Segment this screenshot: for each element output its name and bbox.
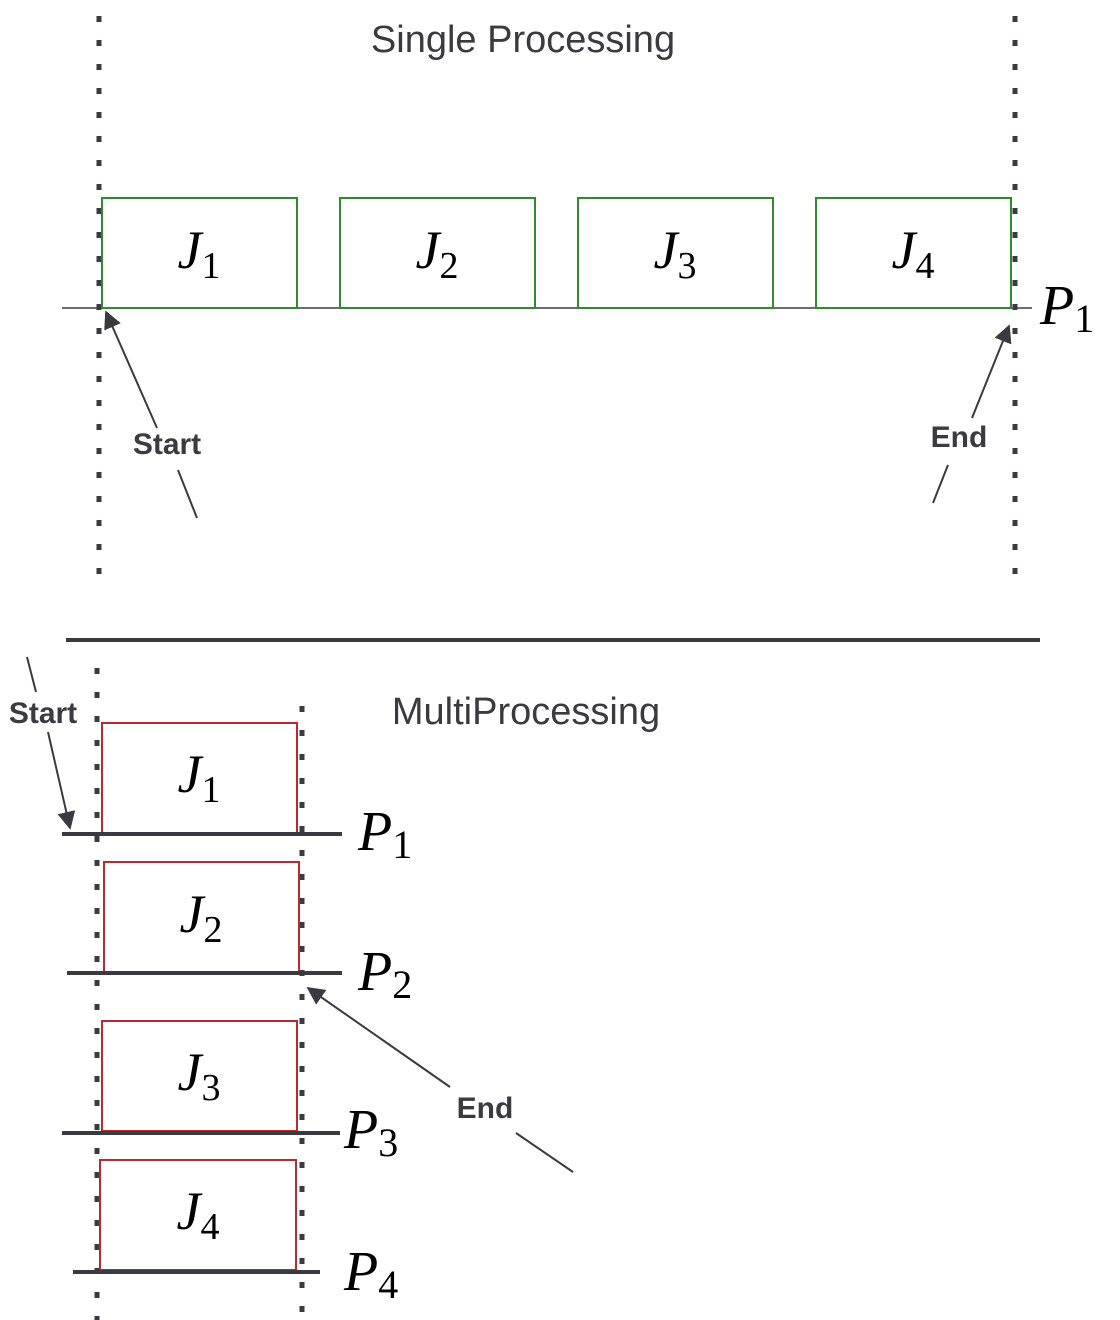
- single-job-box: J4: [815, 197, 1012, 309]
- single-end-arrow: [971, 324, 1012, 419]
- single-end-label: End: [931, 421, 988, 454]
- single-job-box: J2: [339, 197, 536, 309]
- multi-start-arrow: [47, 731, 76, 830]
- multi-processing-section: MultiProcessing J1 P1 J2 P2 J3 P3: [9, 656, 660, 1320]
- single-start-arrow: [104, 310, 158, 429]
- job-box-frame: [99, 1159, 297, 1271]
- job-box-frame: [101, 722, 298, 834]
- processor-label: P3: [343, 1099, 398, 1165]
- multi-processing-title: MultiProcessing: [392, 691, 660, 733]
- multi-end-arrow: [306, 986, 451, 1088]
- multi-lane: J4 P4: [73, 1159, 398, 1307]
- processor-label: P1: [357, 801, 412, 867]
- single-start-label: Start: [133, 428, 201, 461]
- single-processing-section: Single Processing J1 J2 J3 J4 P1 Start: [62, 16, 1094, 580]
- multi-start-label: Start: [9, 697, 77, 730]
- job-label: J4: [177, 1181, 220, 1248]
- job-box-frame: [101, 197, 298, 309]
- multi-lane: J1 P1: [62, 722, 412, 867]
- job-label: J3: [654, 220, 697, 287]
- single-start-arrow-tail: [177, 469, 198, 519]
- multi-lane: J2 P2: [67, 861, 412, 1007]
- single-job-box: J1: [101, 197, 298, 309]
- job-label: J1: [178, 220, 221, 287]
- multi-lane: J3 P3: [62, 1020, 398, 1165]
- job-box-frame: [101, 1020, 298, 1132]
- job-box-frame: [339, 197, 536, 309]
- job-label: J3: [178, 1042, 221, 1109]
- single-end-arrow-tail: [932, 464, 949, 504]
- job-label: J1: [178, 744, 221, 811]
- job-box-frame: [815, 197, 1012, 309]
- multi-end-label: End: [457, 1092, 514, 1125]
- processor-label: P4: [343, 1241, 398, 1307]
- single-processor-label: P1: [1039, 275, 1094, 341]
- multi-start-arrow-tail: [26, 656, 37, 693]
- single-processing-title: Single Processing: [371, 19, 675, 61]
- job-label: J2: [180, 884, 223, 951]
- single-job-box: J3: [577, 197, 774, 309]
- job-label: J4: [892, 220, 935, 287]
- processor-label: P2: [357, 941, 412, 1007]
- job-box-frame: [577, 197, 774, 309]
- multi-end-arrow-tail: [515, 1132, 574, 1173]
- job-label: J2: [416, 220, 459, 287]
